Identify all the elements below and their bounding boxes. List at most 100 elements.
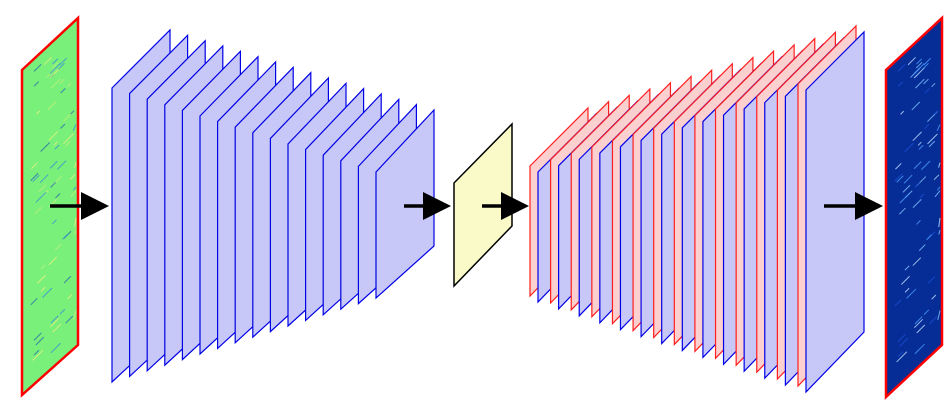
texture-stroke [938, 162, 941, 168]
texture-stroke [938, 230, 941, 235]
encoder-layers [111, 28, 435, 384]
texture-stroke [55, 193, 61, 199]
texture-stroke [33, 349, 40, 356]
texture-stroke [933, 174, 940, 181]
texture-stroke [70, 190, 77, 198]
texture-stroke [54, 243, 62, 251]
texture-stroke [49, 63, 61, 74]
texture-stroke [900, 110, 905, 115]
texture-stroke [912, 257, 922, 266]
texture-stroke [49, 160, 58, 169]
texture-stroke [36, 274, 46, 284]
texture-stroke [922, 62, 929, 70]
texture-stroke [899, 338, 909, 347]
texture-stroke [904, 287, 910, 293]
texture-stroke [33, 63, 42, 72]
texture-stroke [900, 275, 910, 285]
texture-stroke [60, 123, 66, 129]
texture-stroke [50, 342, 61, 354]
texture-stroke [60, 88, 66, 94]
texture-stroke [63, 133, 74, 145]
texture-stroke [59, 57, 67, 66]
texture-stroke [72, 124, 77, 131]
input-image-texture [30, 56, 77, 361]
texture-stroke [913, 63, 925, 75]
texture-stroke [914, 343, 925, 355]
texture-stroke [51, 78, 61, 89]
texture-stroke [894, 173, 903, 182]
texture-stroke [35, 192, 47, 203]
output-image [884, 15, 944, 400]
texture-stroke [924, 88, 930, 94]
texture-stroke [921, 160, 931, 171]
texture-stroke [62, 233, 69, 240]
texture-stroke [42, 287, 53, 298]
texture-stroke [923, 78, 929, 85]
texture-stroke [899, 192, 911, 204]
texture-stroke [47, 101, 57, 111]
texture-stroke [934, 190, 941, 198]
texture-stroke [926, 234, 933, 241]
texture-stroke [65, 315, 74, 324]
texture-stroke [928, 140, 936, 148]
texture-stroke [911, 101, 921, 111]
texture-stroke [74, 230, 77, 235]
texture-stroke [916, 324, 926, 334]
texture-stroke [894, 299, 902, 307]
texture-stroke [38, 184, 47, 193]
encoder-layer [375, 108, 435, 300]
texture-stroke [52, 323, 62, 333]
texture-stroke [929, 316, 938, 324]
texture-stroke [895, 163, 902, 170]
texture-stroke [913, 318, 924, 329]
texture-stroke [897, 81, 904, 87]
texture-stroke [51, 61, 59, 69]
texture-stroke [35, 336, 45, 346]
texture-stroke [912, 199, 922, 209]
texture-stroke [32, 174, 40, 183]
texture-stroke [58, 62, 65, 70]
texture-stroke [897, 351, 904, 358]
texture-stroke [918, 144, 924, 150]
texture-stroke [896, 175, 904, 183]
texture-stroke [919, 193, 925, 199]
texture-stroke [927, 276, 936, 284]
texture-stroke [897, 63, 906, 72]
texture-stroke [918, 244, 926, 251]
texture-stroke [50, 315, 59, 324]
texture-stroke [936, 124, 941, 132]
texture-stroke [917, 141, 922, 146]
texture-stroke [915, 78, 925, 89]
texture-stroke [931, 294, 937, 300]
texture-stroke [914, 182, 921, 189]
texture-stroke [914, 316, 923, 325]
texture-stroke [67, 294, 73, 300]
texture-stroke [67, 82, 72, 88]
texture-stroke [896, 351, 908, 363]
texture-stroke [904, 265, 910, 271]
texture-stroke [33, 81, 40, 87]
texture-stroke [39, 174, 49, 184]
texture-stroke [934, 110, 939, 115]
texture-stroke [52, 58, 59, 65]
texture-stroke [34, 206, 42, 214]
texture-stroke [43, 56, 52, 66]
texture-stroke [31, 162, 38, 169]
texture-stroke [40, 264, 46, 270]
texture-stroke [924, 123, 930, 130]
texture-stroke [902, 184, 911, 193]
texture-stroke [53, 141, 58, 146]
texture-stroke [912, 131, 922, 142]
texture-stroke [59, 78, 65, 85]
texture-stroke [54, 144, 60, 150]
texture-stroke [59, 308, 66, 315]
texture-stroke [913, 161, 922, 170]
texture-stroke [923, 309, 930, 316]
texture-stroke [903, 174, 913, 184]
texture-stroke [74, 162, 77, 168]
texture-stroke [40, 286, 46, 292]
texture-stroke [927, 133, 938, 145]
texture-stroke [48, 131, 58, 141]
texture-stroke [72, 186, 77, 191]
texture-stroke [69, 174, 76, 180]
